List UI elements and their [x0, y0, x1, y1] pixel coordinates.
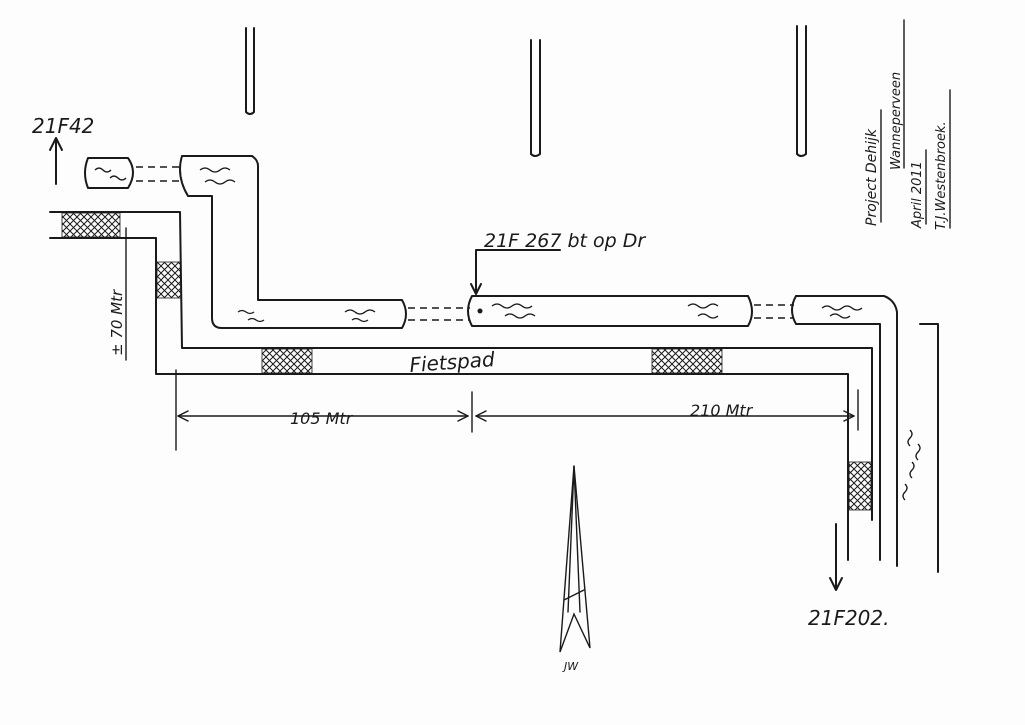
signature-label: JW — [562, 660, 579, 673]
ref-bottom-right-label: 21F202. — [808, 606, 889, 630]
dimension-vertical-label: ± 70 Mtr — [108, 289, 126, 356]
arrow-up-icon — [49, 137, 63, 185]
title-line-4: T.J.Westenbroek. — [934, 121, 949, 230]
arrow-down-icon — [829, 523, 843, 591]
pipe-elbow-right — [791, 295, 939, 573]
dimension-left-label: 105 Mtr — [290, 409, 354, 428]
bicycle-path-label: Fietspad — [409, 347, 496, 377]
title-line-3: April 2011 — [910, 161, 925, 229]
north-arrow-mark — [559, 465, 591, 653]
bicycle-path-outline — [49, 211, 873, 561]
dimension-lines — [125, 227, 859, 451]
ref-middle-label: 21F 267 bt op Dr — [484, 230, 646, 252]
ref-top-left-label: 21F42 — [32, 114, 94, 138]
pipe-elbow-left — [179, 155, 470, 329]
pipe-segment-middle — [467, 295, 794, 327]
title-line-1: Project Dehijk — [864, 128, 880, 226]
direction-arrows — [49, 137, 843, 591]
title-line-2: Wanneperveen — [889, 72, 904, 170]
pipe-segment-top-left — [84, 157, 182, 189]
title-block: Project Dehijk Wanneperveen April 2011 T… — [864, 19, 951, 230]
dimension-right-label: 210 Mtr — [690, 401, 754, 420]
top-posts — [245, 25, 807, 157]
